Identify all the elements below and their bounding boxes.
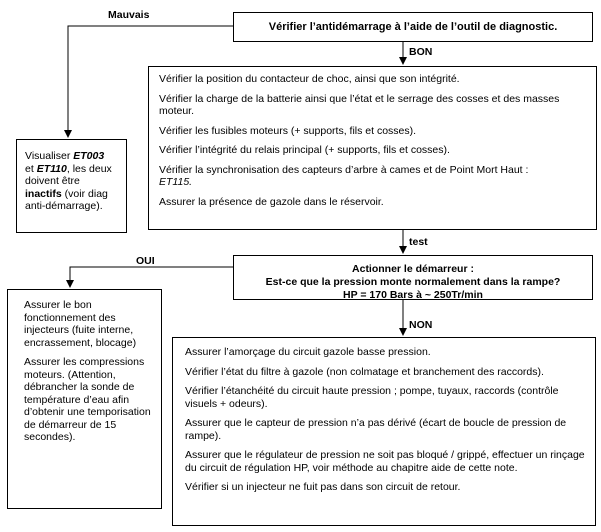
injector-item: Assurer le bon fonctionnement des inject… <box>24 299 137 349</box>
label-non: NON <box>409 319 433 331</box>
label-test: test <box>409 236 428 248</box>
visualiser-suffix: (voir diag anti-démarrage). <box>25 187 108 213</box>
visualiser-state: inactifs <box>25 187 62 200</box>
non-actions-box: Assurer l’amorçage du circuit gazole bas… <box>172 337 596 526</box>
non-item: Vérifier l’étanchéité du circuit haute p… <box>185 385 559 410</box>
label-oui: OUI <box>136 255 155 267</box>
non-item: Assurer que le capteur de pression n’a p… <box>185 417 567 442</box>
code-et003: ET003 <box>73 150 105 162</box>
test-line-2: Est-ce que la pression monte normalement… <box>265 276 561 288</box>
check-item: Vérifier les fusibles moteurs (+ support… <box>159 124 417 137</box>
check-item-sync-ref: ET115. <box>159 176 193 188</box>
check-item: Vérifier la charge de la batterie ainsi … <box>159 92 560 118</box>
antistart-check-box: Vérifier l’antidémarrage à l’aide de l’o… <box>233 12 593 42</box>
non-item: Vérifier si un injecteur ne fuit pas dan… <box>185 481 461 493</box>
visualiser-mid: , les deux doivent être <box>25 162 112 188</box>
label-mauvais: Mauvais <box>108 9 150 21</box>
check-item-sync: Vérifier la synchronisation des capteurs… <box>159 164 586 189</box>
connector-oui <box>66 266 233 288</box>
connector-mauvais <box>64 25 233 138</box>
visualiser-and: et <box>25 162 37 175</box>
injectors-box: Assurer le bon fonctionnement des inject… <box>7 289 162 509</box>
visualiser-box: Visualiser ET003 et ET110, les deux doiv… <box>16 139 127 233</box>
visualiser-prefix: Visualiser <box>25 150 74 162</box>
non-item: Assurer l’amorçage du circuit gazole bas… <box>185 346 431 358</box>
check-item: Vérifier la position du contacteur de ch… <box>159 73 460 85</box>
non-item: Assurer que le régulateur de pression ne… <box>185 449 585 474</box>
non-item: Vérifier l’état du filtre à gazole (non … <box>185 365 544 378</box>
code-et110: ET110 <box>36 162 67 175</box>
check-item: Vérifier l’intégrité du relais principal… <box>159 144 450 156</box>
label-bon: BON <box>409 46 433 58</box>
starter-test-box: Actionner le démarreur : Est-ce que la p… <box>233 255 593 301</box>
injector-item: Assurer les compressions moteurs. (Atten… <box>24 356 151 443</box>
preliminary-checks-box: Vérifier la position du contacteur de ch… <box>148 66 597 230</box>
test-line-3: HP = 170 Bars à ~ 250Tr/min <box>343 289 483 301</box>
antistart-check-text: Vérifier l’antidémarrage à l’aide de l’o… <box>268 21 558 33</box>
test-line-1: Actionner le démarreur : <box>352 263 474 275</box>
check-item: Assurer la présence de gazole dans le ré… <box>159 195 384 208</box>
check-item-sync-text: Vérifier la synchronisation des capteurs… <box>159 163 529 176</box>
